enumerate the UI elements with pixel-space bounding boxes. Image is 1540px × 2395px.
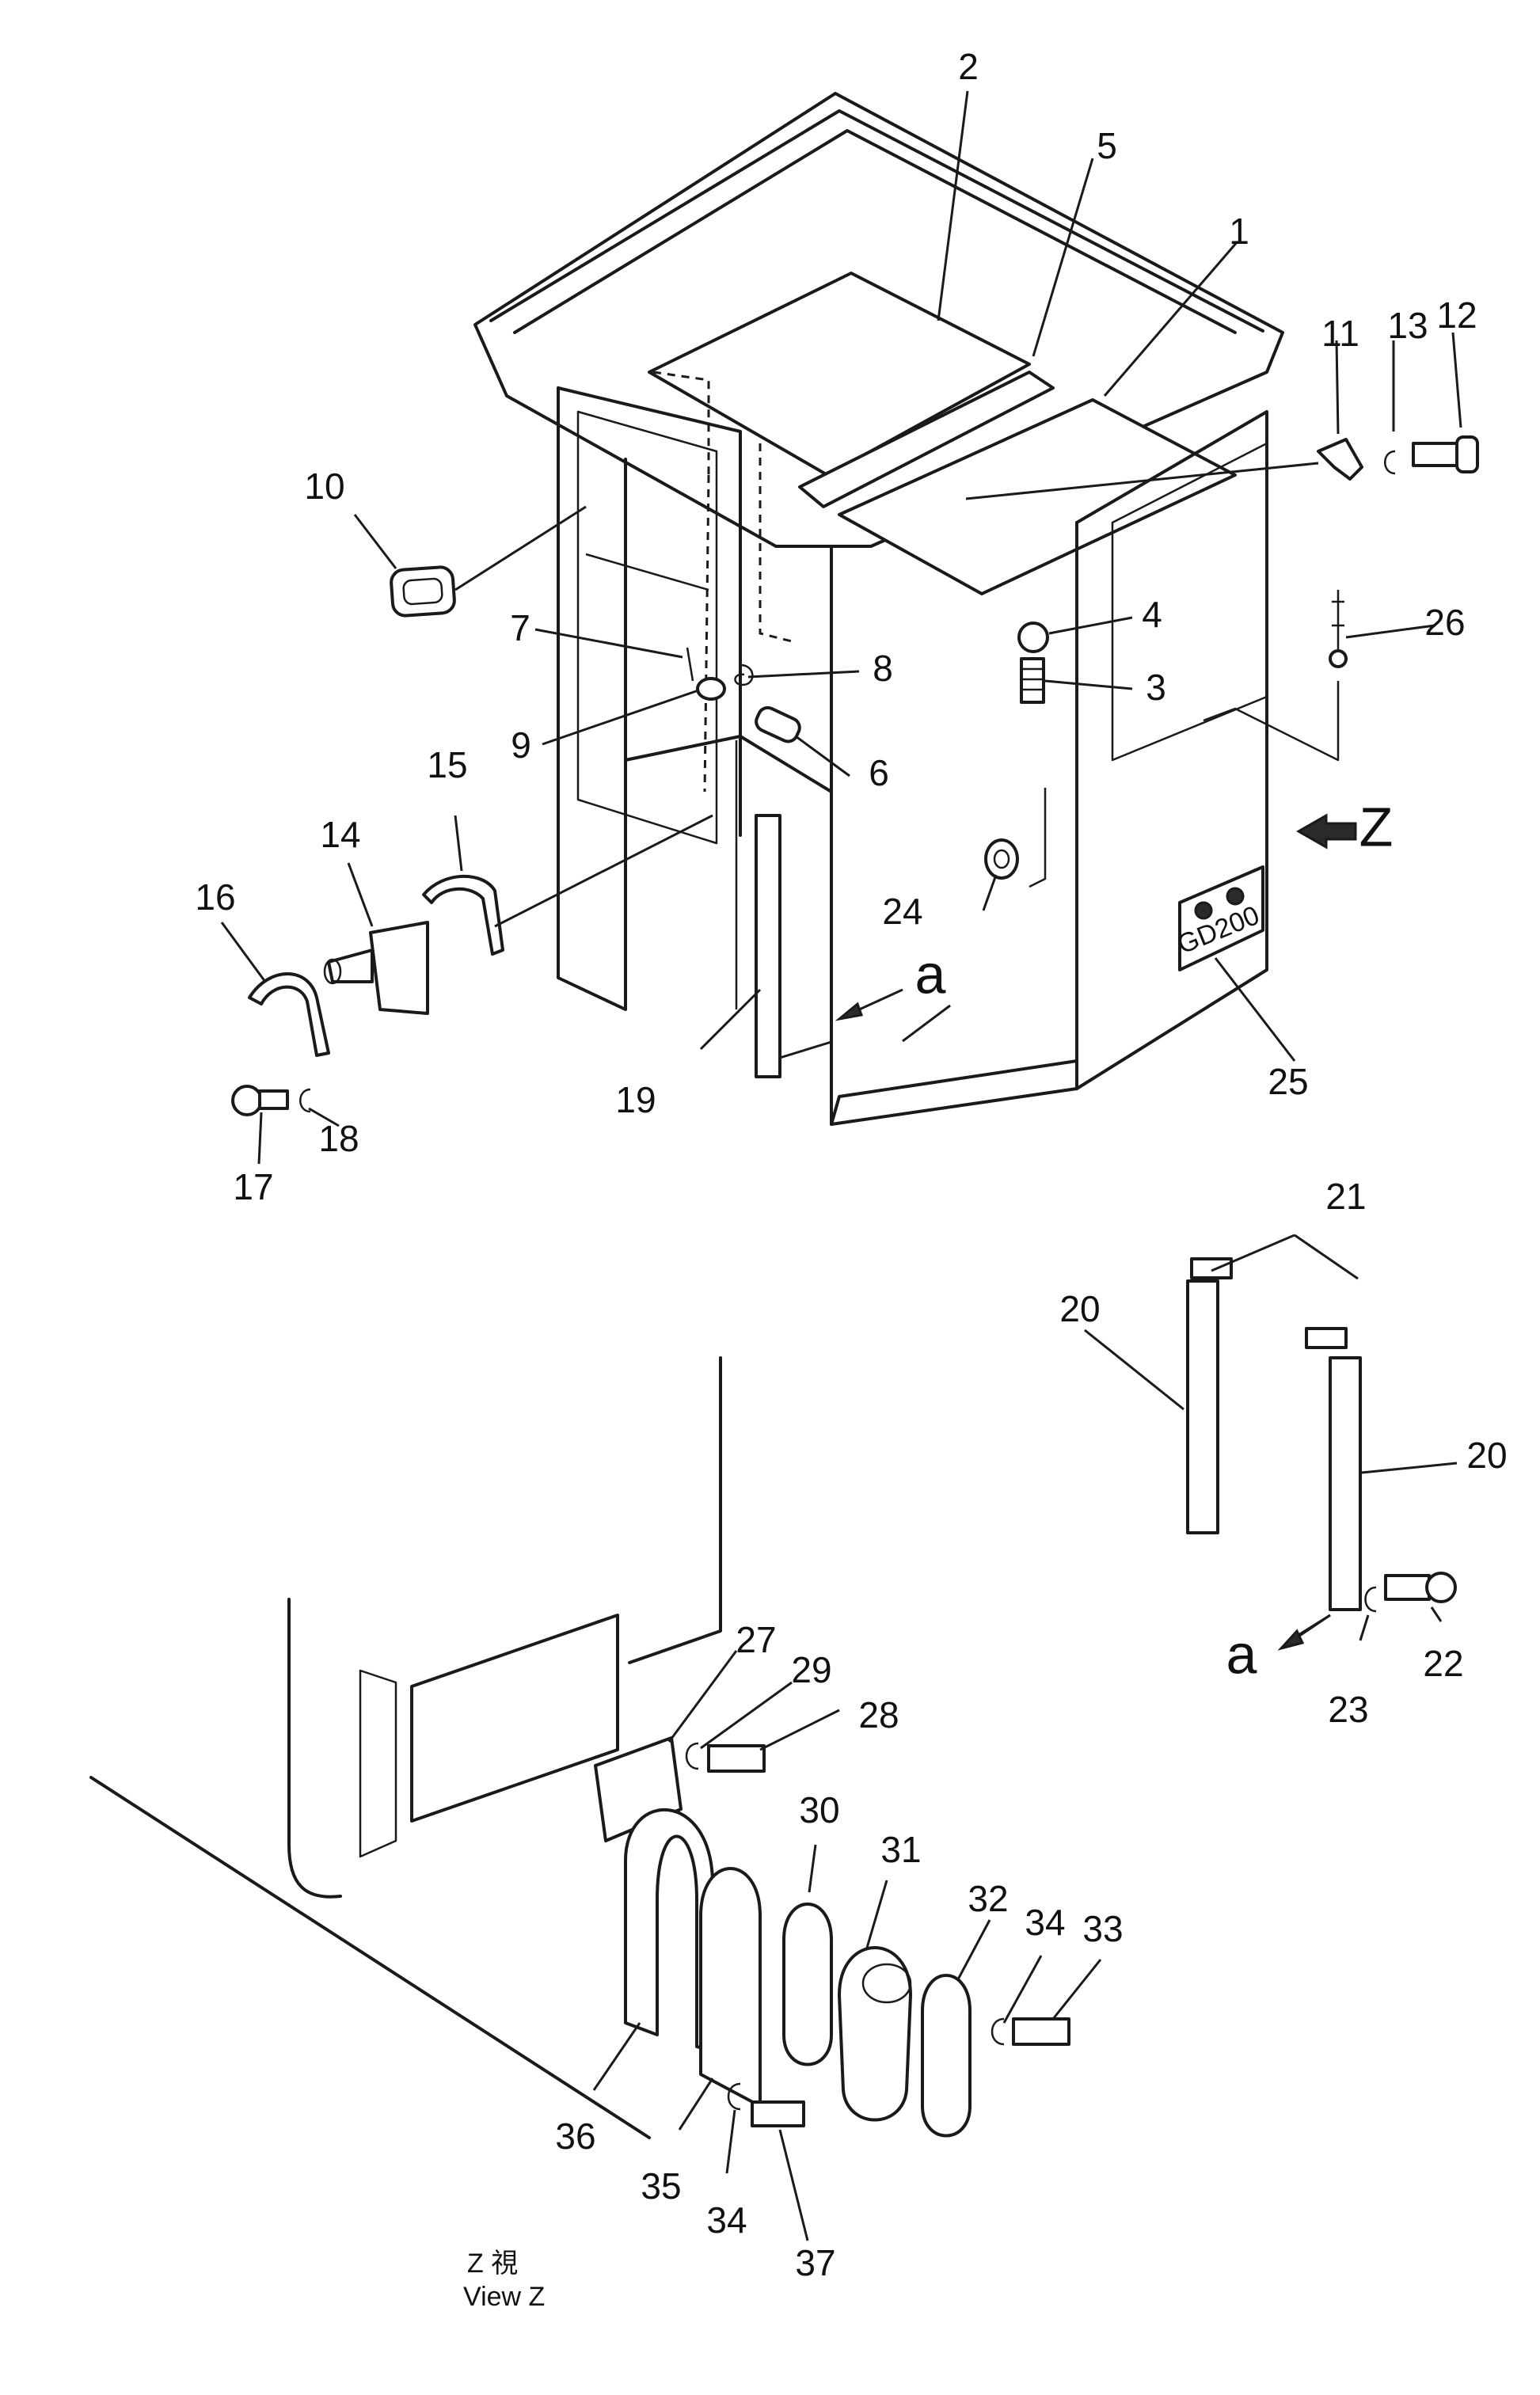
callout-labels: 1 2 3 4 5 6 7 8 9 10 11 12 13 14 15 16 1… [195,46,1507,2283]
callout-6: 6 [869,752,889,793]
callout-27: 27 [736,1619,776,1660]
callout-8: 8 [873,648,893,689]
section-a-arrow: a [835,943,946,1021]
view-z-detail [89,1356,1070,2139]
callout-4: 4 [1142,594,1162,635]
callout-5: 5 [1097,125,1117,166]
callout-15: 15 [427,744,467,785]
callout-32: 32 [968,1878,1008,1919]
cab-assembly [473,92,1340,1126]
callout-14: 14 [320,814,360,855]
callout-34-left: 34 [706,2199,747,2241]
callout-20-left: 20 [1059,1288,1100,1329]
section-a-detail [1186,1257,1457,1613]
callout-18: 18 [318,1118,359,1159]
callout-21: 21 [1325,1176,1366,1217]
callout-1: 1 [1229,211,1249,252]
callout-20-right: 20 [1466,1435,1507,1476]
callout-34-right: 34 [1025,1902,1065,1943]
callout-29: 29 [791,1649,831,1690]
callout-3: 3 [1146,667,1166,708]
view-arrow-label: Z [1359,796,1394,857]
callout-7: 7 [510,607,530,648]
callout-37: 37 [795,2242,835,2283]
callout-25: 25 [1268,1061,1308,1102]
callout-17: 17 [233,1166,273,1207]
view-caption-line1: Z 視 [467,2249,518,2279]
leader-lines [220,90,1462,2241]
section-label-detail: a [1226,1623,1257,1685]
callout-16: 16 [195,876,235,918]
callout-35: 35 [641,2165,681,2207]
callout-12: 12 [1436,295,1477,336]
callout-23: 23 [1328,1689,1368,1730]
section-a-detail-arrow: a [1226,1614,1331,1685]
callout-24: 24 [882,891,922,932]
callout-13: 13 [1387,305,1428,346]
view-caption-line2: View Z [463,2282,545,2312]
callout-31: 31 [880,1829,921,1870]
callout-11: 11 [1321,313,1359,354]
callout-2: 2 [958,46,979,87]
callout-30: 30 [799,1789,839,1830]
callout-19: 19 [615,1079,656,1120]
callout-28: 28 [858,1694,899,1735]
callout-26: 26 [1424,602,1465,643]
callout-9: 9 [511,724,531,766]
section-label: a [915,943,946,1005]
callout-33: 33 [1082,1908,1123,1949]
callout-10: 10 [304,466,344,507]
callout-22: 22 [1423,1643,1463,1684]
callout-36: 36 [555,2116,595,2157]
